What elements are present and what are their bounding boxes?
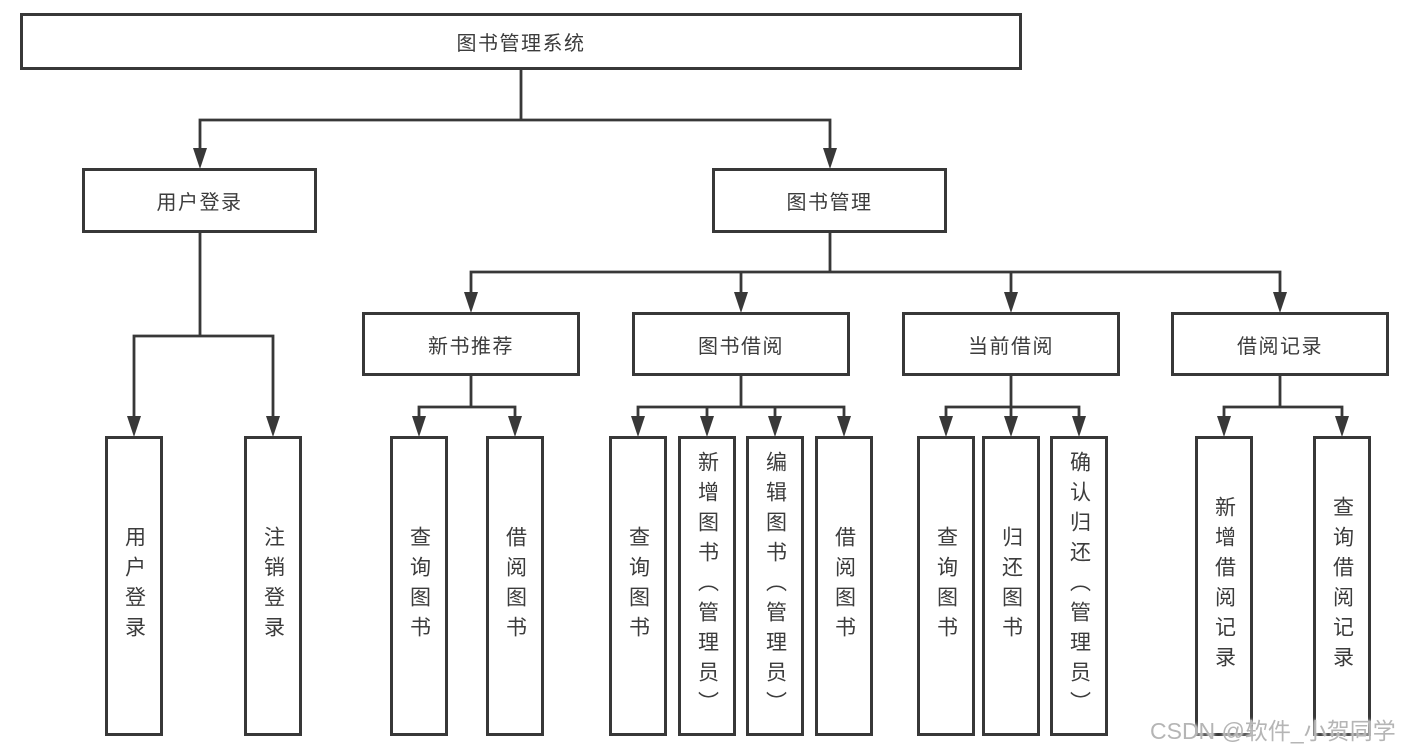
leaf-borrow-books: 借阅图书	[815, 436, 873, 736]
leaf-return-books: 归还图书	[982, 436, 1040, 736]
leaf-borrow-books-label: 借阅图书	[832, 526, 856, 646]
connector-current-to-leaves	[944, 376, 1081, 418]
arrowhead-leaf-c4	[837, 416, 851, 437]
arrowhead-user-login	[193, 148, 207, 169]
arrowhead-l3-borrow	[734, 292, 748, 313]
leaf-user-login: 用户登录	[105, 436, 163, 736]
node-book-borrow: 图书借阅	[632, 312, 850, 376]
leaf-query-books-newbooks: 查询图书	[390, 436, 448, 736]
leaf-add-borrow-record-label: 新增借阅记录	[1212, 496, 1236, 676]
leaf-logout-label: 注销登录	[261, 526, 285, 646]
leaf-logout: 注销登录	[244, 436, 302, 736]
connector-login-to-leaves	[132, 233, 275, 418]
node-user-login: 用户登录	[82, 168, 317, 233]
node-book-management: 图书管理	[712, 168, 947, 233]
leaf-borrow-books-newbooks: 借阅图书	[486, 436, 544, 736]
node-current-borrow-label: 当前借阅	[968, 335, 1054, 358]
leaf-add-books-admin-label: 新增图书（管理员）	[695, 451, 719, 721]
leaf-query-books-label: 查询图书	[626, 526, 650, 646]
leaf-query-books-current: 查询图书	[917, 436, 975, 736]
arrowhead-leaf-a1	[127, 416, 141, 437]
arrowhead-leaf-d2	[1004, 416, 1018, 437]
arrowhead-leaf-c1	[631, 416, 645, 437]
arrowhead-l3-current	[1004, 292, 1018, 313]
leaf-query-borrow-record-label: 查询借阅记录	[1330, 496, 1354, 676]
arrowhead-leaf-d3	[1072, 416, 1086, 437]
node-new-book-recommend: 新书推荐	[362, 312, 580, 376]
arrowhead-leaf-e1	[1217, 416, 1231, 437]
leaf-confirm-return-admin: 确认归还（管理员）	[1050, 436, 1108, 736]
arrowhead-leaf-d1	[939, 416, 953, 437]
leaf-borrow-books-label: 借阅图书	[503, 526, 527, 646]
arrowhead-leaf-c2	[700, 416, 714, 437]
node-borrow-records-label: 借阅记录	[1237, 335, 1323, 358]
arrowhead-leaf-c3	[768, 416, 782, 437]
leaf-query-books-borrow: 查询图书	[609, 436, 667, 736]
node-new-book-recommend-label: 新书推荐	[428, 335, 514, 358]
leaf-query-books-label: 查询图书	[934, 526, 958, 646]
node-user-login-label: 用户登录	[156, 192, 243, 214]
connector-root-to-level2	[198, 70, 832, 150]
leaf-add-borrow-record: 新增借阅记录	[1195, 436, 1253, 736]
node-book-management-label: 图书管理	[786, 192, 873, 214]
node-book-borrow-label: 图书借阅	[698, 335, 784, 358]
leaf-query-books-label: 查询图书	[407, 526, 431, 646]
arrowhead-l3-records	[1273, 292, 1287, 313]
arrowhead-leaf-b2	[508, 416, 522, 437]
connector-records-to-leaves	[1222, 376, 1344, 418]
node-borrow-records: 借阅记录	[1171, 312, 1389, 376]
arrowhead-leaf-b1	[412, 416, 426, 437]
node-root-label: 图书管理系统	[456, 33, 586, 55]
node-root-library-system: 图书管理系统	[20, 13, 1022, 70]
leaf-user-login-label: 用户登录	[122, 526, 146, 646]
connector-borrow-to-leaves	[636, 376, 846, 418]
leaf-edit-books-admin-label: 编辑图书（管理员）	[763, 451, 787, 721]
leaf-edit-books-admin: 编辑图书（管理员）	[746, 436, 804, 736]
leaf-query-borrow-record: 查询借阅记录	[1313, 436, 1371, 736]
arrowhead-book-mgmt	[823, 148, 837, 169]
leaf-confirm-return-admin-label: 确认归还（管理员）	[1067, 451, 1091, 721]
connector-newbooks-to-leaves	[417, 376, 517, 418]
connector-mgmt-to-level3	[469, 233, 1282, 294]
arrowhead-l3-newbooks	[464, 292, 478, 313]
leaf-return-books-label: 归还图书	[999, 526, 1023, 646]
arrowhead-leaf-e2	[1335, 416, 1349, 437]
csdn-watermark: CSDN @软件_小贺同学	[1150, 718, 1396, 744]
leaf-add-books-admin: 新增图书（管理员）	[678, 436, 736, 736]
arrowhead-leaf-a2	[266, 416, 280, 437]
node-current-borrow: 当前借阅	[902, 312, 1120, 376]
